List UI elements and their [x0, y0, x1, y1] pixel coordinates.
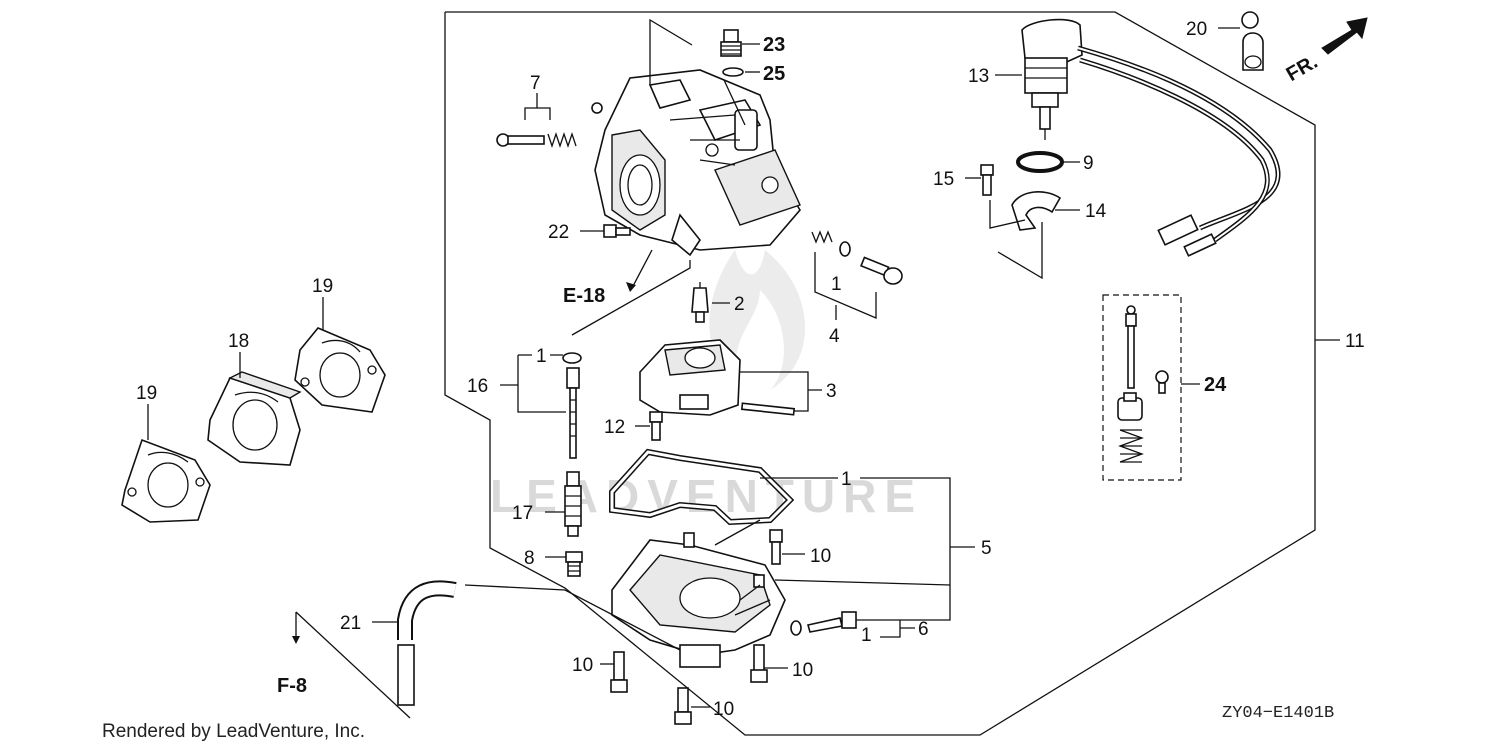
callout-24: 24 [1204, 374, 1227, 396]
carburetor-body [594, 69, 801, 257]
callout-10-left: 10 [572, 655, 593, 676]
subassembly-24-box [1102, 294, 1182, 481]
callout-9: 9 [1083, 153, 1094, 174]
part-1-bowl-gasket [609, 448, 795, 526]
callout-14: 14 [1085, 201, 1107, 222]
callout-8: 8 [524, 548, 535, 569]
callout-10-bottom: 10 [713, 699, 734, 720]
part-21-drain-hose [397, 580, 457, 706]
callout-16: 16 [467, 376, 488, 397]
part-17-jet-holder [564, 471, 582, 537]
part-16-main-nozzle [562, 352, 582, 459]
callout-2: 2 [734, 294, 745, 315]
callout-labels: 23 25 7 22 E-18 2 1 4 3 12 1 16 17 8 1 5… [136, 19, 1365, 720]
callout-12: 12 [604, 417, 625, 438]
part-10-bolt-b [610, 651, 628, 693]
callout-23: 23 [763, 34, 785, 56]
callout-10-right-upper: 10 [810, 546, 831, 567]
callout-25: 25 [763, 63, 785, 85]
callout-10-right-lower: 10 [792, 660, 813, 681]
part-10-bolt-d [674, 687, 692, 725]
part-7-screw-spring [496, 102, 603, 149]
part-14-clamp [1011, 191, 1062, 231]
part-20-wire-clip [1241, 11, 1264, 71]
front-direction-label: FR. [1283, 51, 1322, 86]
part-18-insulator [207, 371, 302, 466]
part-9-o-ring [1016, 151, 1064, 173]
callout-21: 21 [340, 613, 361, 634]
callout-5: 5 [981, 538, 992, 559]
callout-1-drain: 1 [861, 625, 872, 646]
part-19-gasket-right [294, 327, 386, 413]
callout-7: 7 [530, 73, 541, 94]
part-8-main-jet [565, 551, 583, 577]
leader-lines [147, 18, 1340, 719]
callout-17: 17 [512, 503, 533, 524]
part-10-bolt-c [750, 644, 768, 683]
watermark-text: LEADVENTURE [490, 470, 923, 522]
callout-1-pilot: 1 [831, 274, 842, 295]
part-6-drain-screw [790, 611, 857, 636]
callout-4: 4 [829, 326, 840, 347]
callout-1-nozzle: 1 [536, 346, 547, 367]
callout-1-gasket: 1 [841, 469, 852, 490]
render-credit: Rendered by LeadVenture, Inc. [102, 721, 365, 742]
diagram-code: ZY04−E1401B [1222, 704, 1334, 723]
f8-reference: F-8 [277, 675, 307, 697]
part-5-float-chamber [611, 532, 786, 668]
front-direction-arrow-icon: FR. [1283, 17, 1368, 86]
part-25-o-ring [722, 67, 744, 77]
callout-3: 3 [826, 381, 837, 402]
callout-18: 18 [228, 331, 249, 352]
callout-22: 22 [548, 222, 569, 243]
part-15-screw [980, 164, 994, 196]
part-24-accelerator-pump-set [1117, 305, 1169, 463]
part-10-bolt-a [769, 529, 783, 565]
e18-reference: E-18 [563, 285, 605, 307]
part-3-float [639, 339, 796, 416]
callout-11: 11 [1345, 331, 1365, 352]
callout-19-right: 19 [312, 276, 333, 297]
part-19-gasket-left [121, 438, 211, 523]
callout-15: 15 [933, 169, 954, 190]
part-2-float-valve [691, 282, 709, 323]
callout-20: 20 [1186, 19, 1207, 40]
callout-13: 13 [968, 66, 989, 87]
callout-6: 6 [918, 619, 929, 640]
part-12-screw [649, 411, 663, 441]
part-23-jet [720, 29, 742, 57]
assembly-boundary-line [444, 11, 1316, 736]
callout-19-left: 19 [136, 383, 157, 404]
part-4-pilot-screw [811, 230, 903, 285]
part-13-solenoid [1021, 18, 1281, 257]
